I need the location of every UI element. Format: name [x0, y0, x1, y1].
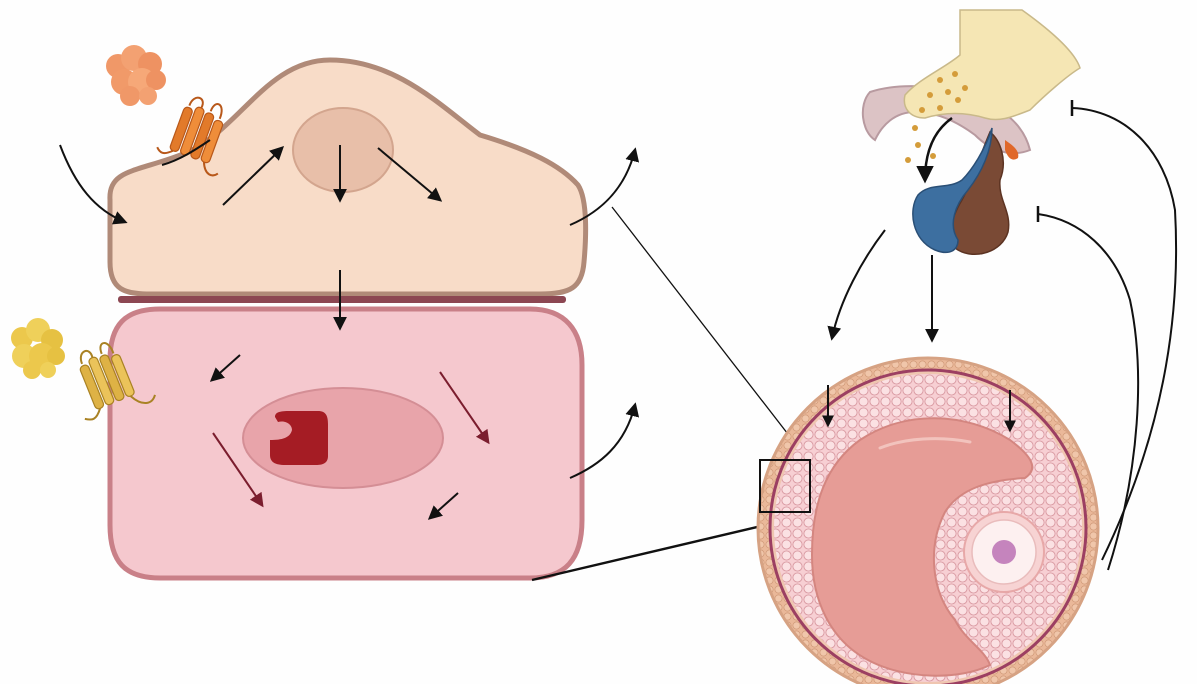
pituitary-arrows — [832, 230, 932, 340]
oocyte-nucleus — [992, 540, 1016, 564]
hypothalamus-pituitary-icon — [863, 10, 1080, 254]
granulosa-nucleus — [243, 388, 443, 488]
theca-cell — [110, 60, 586, 294]
hypothalamus — [904, 10, 1080, 120]
lh-hormone-icon — [106, 45, 166, 106]
hypothalamus-release-arrow — [925, 118, 952, 180]
ovarian-follicle-icon — [758, 358, 1098, 684]
granulosa-cell — [110, 309, 582, 578]
zoom-line-top — [612, 207, 808, 460]
pituitary-arrow-left — [832, 230, 885, 338]
basement-membrane — [118, 296, 566, 303]
theca-nucleus — [293, 108, 393, 192]
fsh-hormone-icon — [11, 318, 65, 379]
